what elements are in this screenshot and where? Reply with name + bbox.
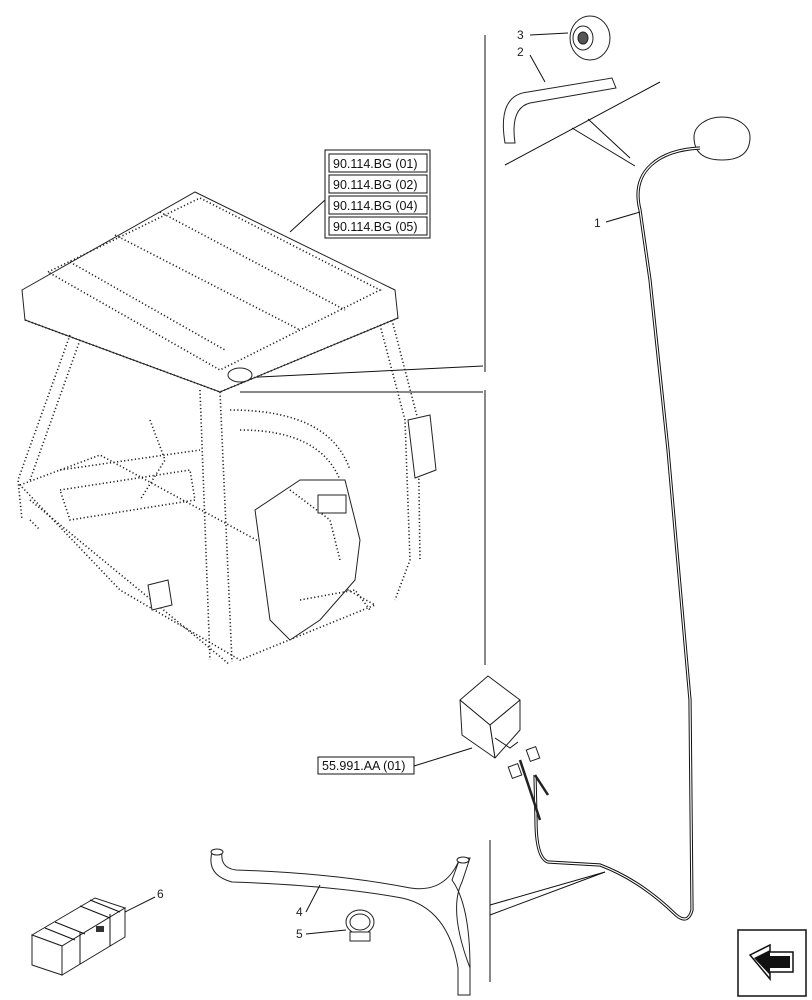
reference-box[interactable] — [328, 153, 428, 173]
antenna-part-1 — [693, 116, 751, 161]
reference-label-connector: 55.991.AA (01) — [322, 759, 405, 773]
cab-frame-illustration — [17, 191, 437, 666]
reference-label: 90.114.BG (01) — [333, 157, 418, 171]
leader-2 — [529, 54, 546, 83]
callout-5: 5 — [296, 927, 303, 941]
radio-module — [459, 675, 550, 821]
hose-part-4 — [210, 851, 471, 996]
callout-1: 1 — [594, 216, 601, 230]
grommet-part-3 — [569, 15, 611, 61]
leader-connector — [413, 747, 473, 767]
leader-cab-1 — [239, 365, 484, 379]
kit-box-part-6 — [30, 897, 127, 976]
reference-group-cab: 90.114.BG (01) 90.114.BG (02) 90.114.BG … — [289, 149, 431, 239]
arrow-icon[interactable] — [737, 929, 807, 997]
leader-4 — [305, 884, 321, 913]
reference-box[interactable] — [328, 174, 428, 194]
reference-label: 90.114.BG (05) — [333, 220, 418, 234]
reference-label: 90.114.BG (02) — [333, 178, 418, 192]
callout-6: 6 — [157, 887, 164, 901]
callout-4: 4 — [296, 905, 303, 919]
reference-label: 90.114.BG (04) — [333, 199, 418, 213]
leader-6 — [124, 896, 156, 913]
leader-1 — [605, 211, 641, 223]
leader-5 — [305, 929, 347, 935]
callout-2: 2 — [517, 45, 524, 59]
reference-box[interactable] — [328, 216, 428, 236]
reference-box[interactable] — [328, 195, 428, 215]
clamp-part-5 — [345, 909, 375, 942]
hose-part-2 — [502, 77, 617, 144]
leader-3 — [529, 32, 569, 36]
section-arrow-bottom — [489, 871, 606, 930]
callout-3: 3 — [517, 28, 524, 42]
section-arrow-top — [504, 81, 661, 167]
